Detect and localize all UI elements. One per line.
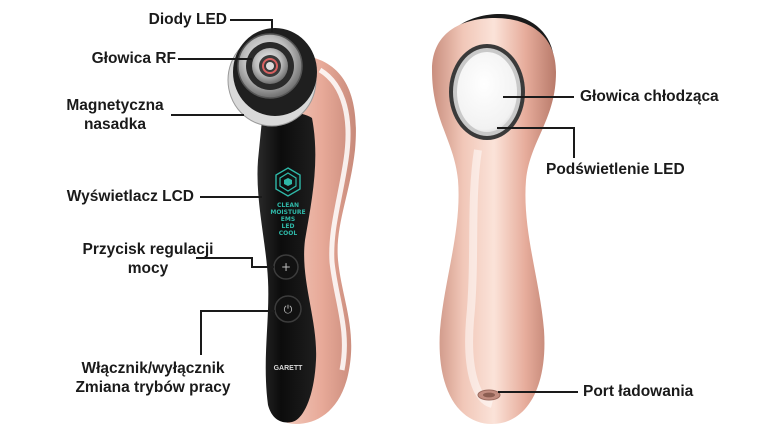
cooling-head [457, 52, 517, 132]
brand-logo-text: GARETT [274, 365, 304, 372]
label-onoff-line2: Zmiana trybów pracy [44, 378, 262, 397]
label-magnetic-tip: Magnetyczna nasadka [65, 96, 165, 134]
label-led-backlight: Podświetlenie LED [546, 160, 685, 179]
back-device [432, 14, 556, 424]
label-onoff-line1: Włącznik/wyłącznik [44, 359, 262, 378]
label-onoff: Włącznik/wyłącznik Zmiana trybów pracy [44, 359, 262, 397]
label-power-button-line1: Przycisk regulacji [64, 240, 232, 259]
label-power-button: Przycisk regulacji mocy [64, 240, 232, 278]
label-cooling-head: Głowica chłodząca [580, 87, 719, 106]
lcd-mode-led: LED [282, 223, 295, 230]
label-led-diodes: Diody LED [149, 10, 227, 29]
label-magnetic-tip-line2: nasadka [65, 115, 165, 134]
label-power-button-line2: mocy [64, 259, 232, 278]
power-icon: ⏻ [284, 303, 293, 316]
lcd-mode-moisture: MOISTURE [270, 209, 305, 216]
label-charging-port: Port ładowania [583, 382, 693, 401]
leader-onoff [201, 311, 275, 355]
plus-icon: + [281, 260, 291, 274]
lcd-mode-ems: EMS [281, 216, 295, 223]
lcd-mode-clean: CLEAN [277, 202, 299, 209]
label-lcd-display: Wyświetlacz LCD [67, 187, 194, 206]
lcd-mode-cool: COOL [279, 230, 298, 237]
label-rf-head: Głowica RF [92, 49, 176, 68]
label-magnetic-tip-line1: Magnetyczna [65, 96, 165, 115]
